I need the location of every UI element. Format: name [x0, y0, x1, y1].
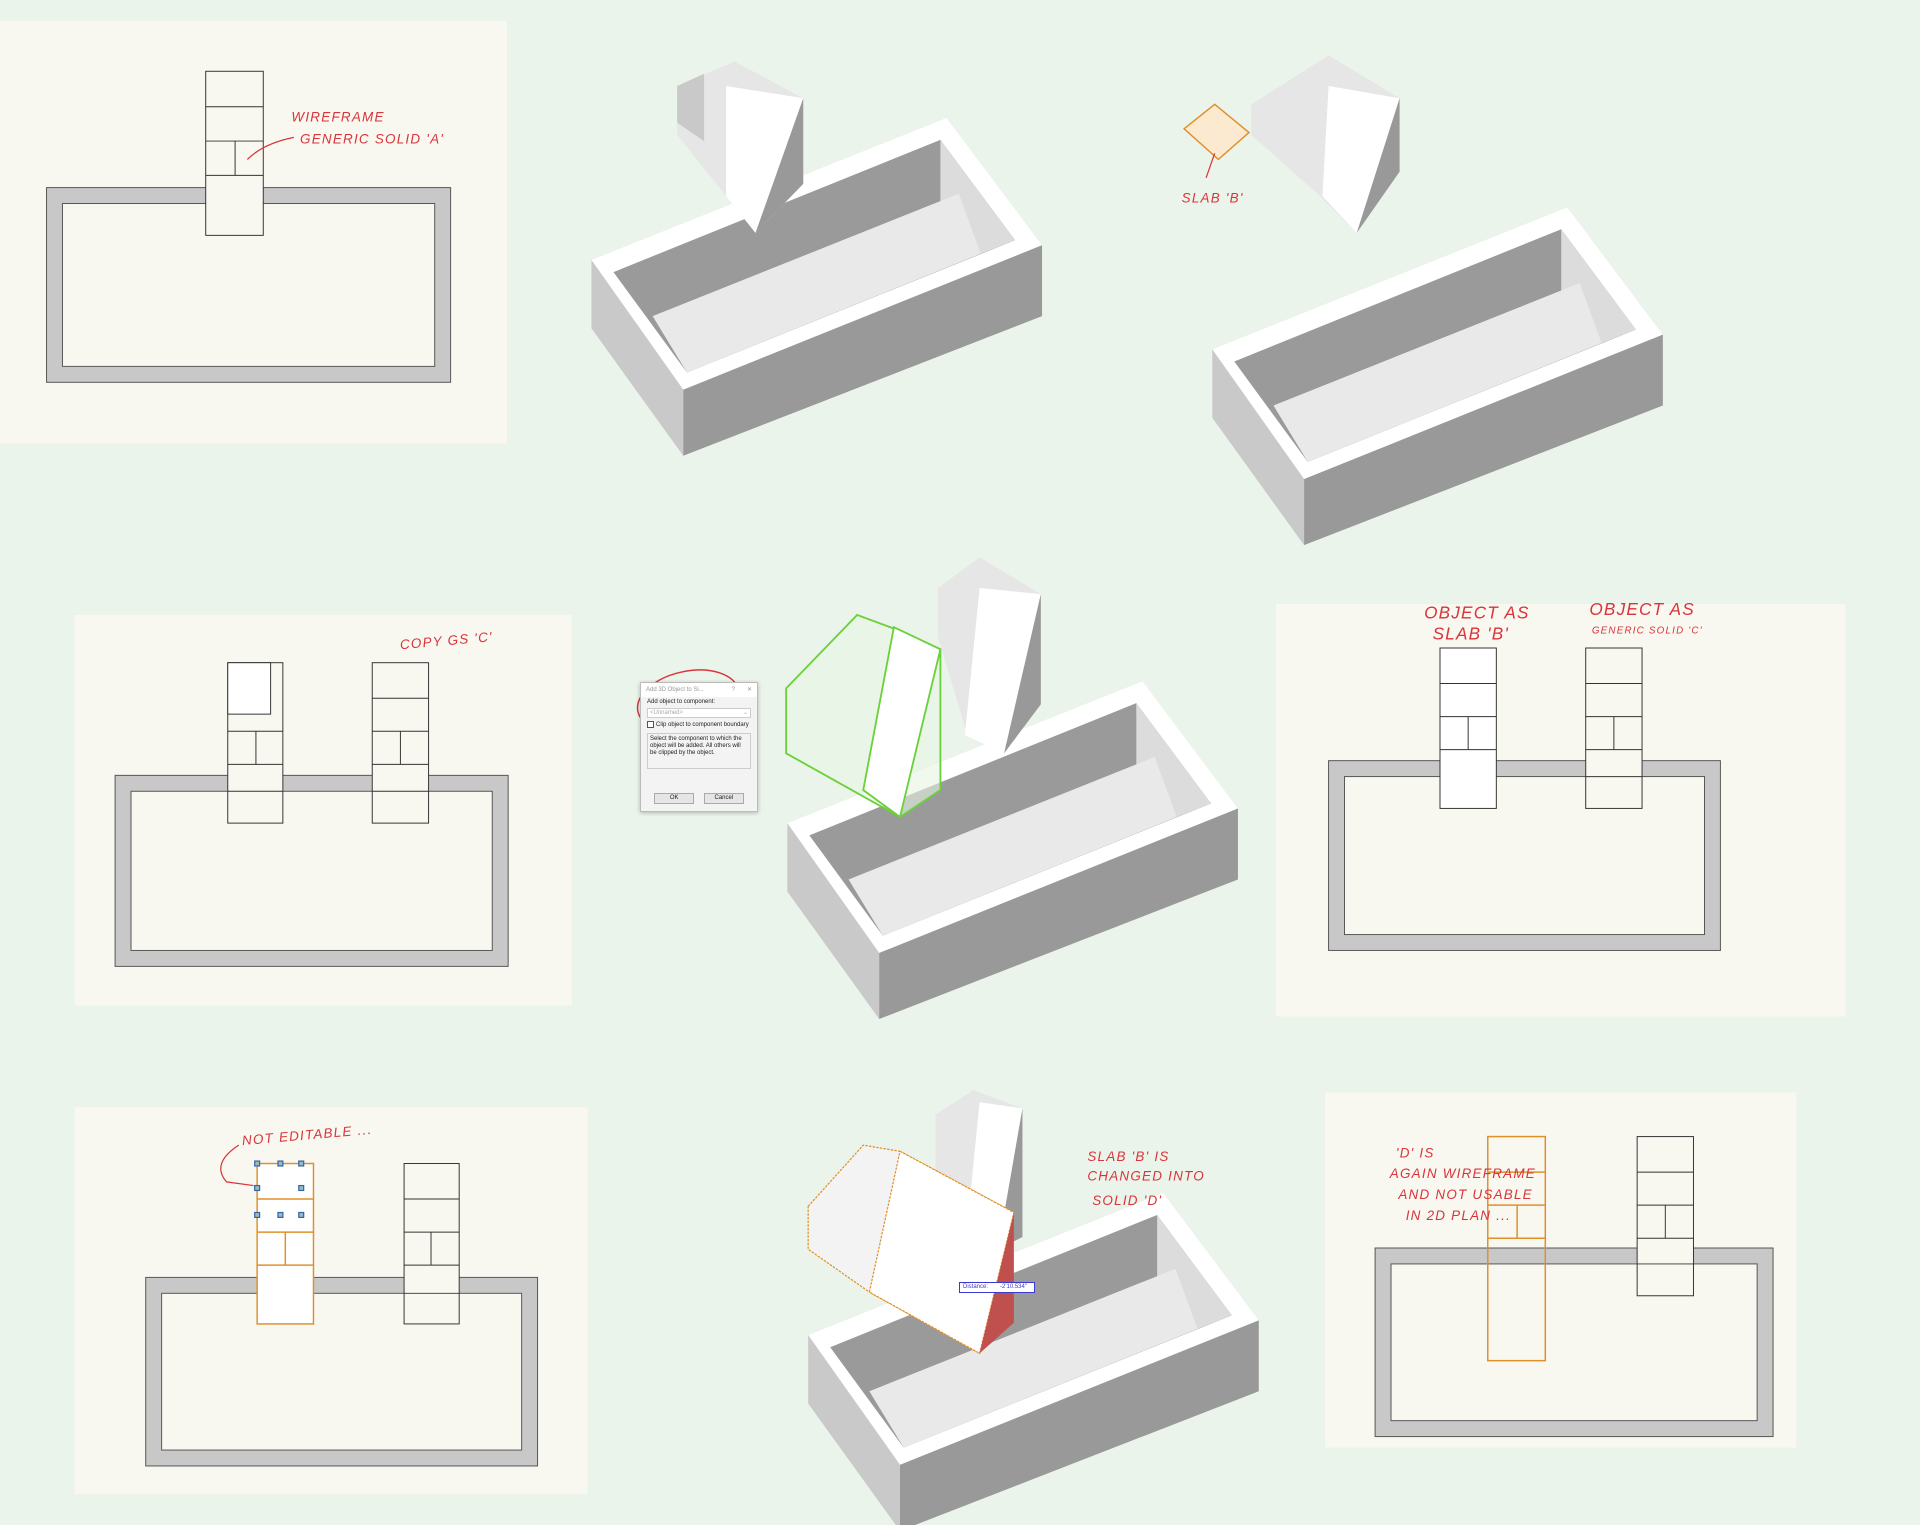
- annotation-object-as-2: OBJECT AS: [1589, 599, 1695, 619]
- annotation-d-2: AGAIN WIREFRAME: [1389, 1166, 1536, 1181]
- dialog-description: Select the component to which the object…: [647, 733, 751, 770]
- annotation-generic-solid-c: GENERIC SOLID 'C': [1592, 625, 1703, 636]
- help-icon[interactable]: ?: [731, 687, 735, 693]
- clip-checkbox[interactable]: [647, 721, 654, 728]
- dialog-titlebar: Add 3D Object to Si... ? ✕: [641, 683, 757, 697]
- clip-checkbox-row[interactable]: Clip object to component boundary: [641, 719, 757, 730]
- slab-b-selected[interactable]: [256, 1162, 315, 1325]
- 3d-view-1: [591, 61, 1043, 456]
- annotation-wireframe: WIREFRAME: [291, 109, 384, 124]
- dialog-title: Add 3D Object to Si...: [646, 687, 704, 693]
- plan-view-2: COPY GS 'C': [74, 614, 572, 1006]
- annotation-d-4: IN 2D PLAN ...: [1406, 1208, 1511, 1223]
- annotation-slab-b: SLAB 'B': [1182, 190, 1244, 205]
- annotation-object-as-1: OBJECT AS: [1424, 603, 1530, 623]
- cancel-button[interactable]: Cancel: [703, 793, 744, 804]
- annotation-changed-3: SOLID 'D': [1092, 1193, 1162, 1208]
- 3d-view-2: SLAB 'B': [1182, 55, 1663, 546]
- add-3d-object-dialog: Add 3D Object to Si... ? ✕ Add object to…: [640, 682, 758, 812]
- slab-b[interactable]: [1182, 103, 1251, 161]
- plan-view-5: 'D' IS AGAIN WIREFRAME AND NOT USABLE IN…: [1324, 1092, 1797, 1448]
- solid-d-wireframe[interactable]: [1487, 1135, 1547, 1362]
- annotation-d-3: AND NOT USABLE: [1397, 1187, 1533, 1202]
- annotation-generic-solid-a: GENERIC SOLID 'A': [300, 132, 444, 147]
- close-icon[interactable]: ✕: [746, 687, 752, 693]
- annotation-changed-2: CHANGED INTO: [1087, 1169, 1205, 1184]
- component-select[interactable]: <Unnamed> ⌄: [647, 708, 751, 718]
- component-label: Add object to component:: [647, 699, 716, 705]
- distance-label: Distance:: [963, 1284, 989, 1290]
- distance-readout[interactable]: Distance: -2'10.534": [959, 1282, 1035, 1293]
- annotation-d-1: 'D' IS: [1396, 1145, 1435, 1160]
- plan-view-4: NOT EDITABLE ...: [74, 1107, 588, 1495]
- component-select-value: <Unnamed>: [650, 710, 684, 716]
- annotation-slab-b-2: SLAB 'B': [1433, 623, 1509, 643]
- distance-value: -2'10.534": [1000, 1284, 1027, 1290]
- annotation-changed-1: SLAB 'B' IS: [1087, 1149, 1169, 1164]
- 3d-view-3: [636, 557, 1238, 1020]
- plan-view-1: WIREFRAME GENERIC SOLID 'A': [0, 21, 507, 444]
- plan-view-3: OBJECT AS SLAB 'B' OBJECT AS GENERIC SOL…: [1275, 599, 1846, 1017]
- ok-button[interactable]: OK: [654, 793, 695, 804]
- clip-checkbox-label: Clip object to component boundary: [656, 722, 749, 729]
- 3d-view-4: SLAB 'B' IS CHANGED INTO SOLID 'D': [807, 1090, 1259, 1525]
- chevron-down-icon: ⌄: [742, 710, 748, 716]
